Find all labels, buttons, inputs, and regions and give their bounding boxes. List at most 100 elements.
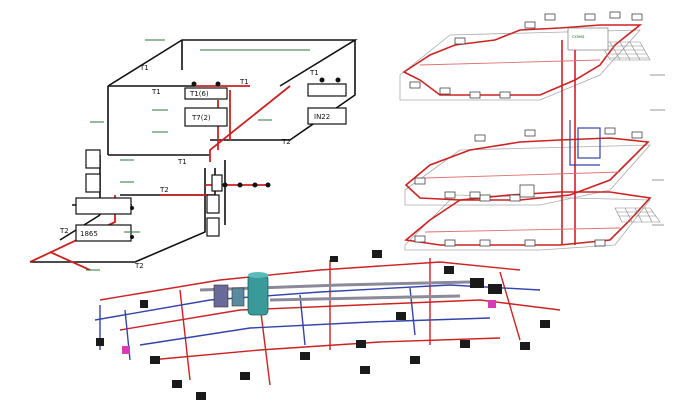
radiator <box>206 194 220 214</box>
valve-icon <box>237 182 243 188</box>
radiator <box>85 173 101 193</box>
terminal-unit <box>140 300 148 308</box>
red-pipe <box>99 261 521 301</box>
pipe-segment <box>107 39 358 87</box>
valve-icon <box>130 206 134 210</box>
radiator <box>609 11 621 19</box>
floor-outline <box>404 144 651 206</box>
terminal-unit <box>360 366 370 374</box>
duct <box>269 294 461 302</box>
radiator <box>444 191 456 199</box>
heating-loop-level-2 <box>404 137 650 201</box>
terminal-unit <box>372 250 382 258</box>
red-pipe <box>49 251 91 271</box>
radiator <box>544 13 556 21</box>
valve-icon <box>335 77 341 83</box>
terminal-unit <box>196 392 206 400</box>
radiator <box>631 13 643 21</box>
radiator <box>409 81 421 89</box>
red-pipe <box>149 337 501 361</box>
red-pipe <box>119 299 561 331</box>
title-block <box>567 27 609 51</box>
terminal-unit <box>330 256 338 262</box>
radiator <box>439 87 451 95</box>
magenta-valve <box>122 346 130 354</box>
box-label: T1(6) <box>189 90 209 98</box>
hatched-stair <box>614 207 661 223</box>
branch-pipe <box>419 59 601 66</box>
terminal-unit <box>300 352 310 360</box>
title-block-text: схема <box>572 34 585 39</box>
radiator <box>206 217 220 237</box>
boiler-tank <box>247 274 269 316</box>
floor-outline <box>399 29 641 101</box>
branch-pipe <box>424 227 621 233</box>
pipe-label: T1 <box>151 88 161 96</box>
valve-icon <box>222 182 228 188</box>
radiator <box>85 149 101 169</box>
pipe-segment <box>134 168 206 263</box>
red-pipe <box>499 271 521 341</box>
heating-loop-level-1 <box>404 191 652 246</box>
blue-riser <box>569 120 600 166</box>
radiator <box>524 239 536 247</box>
pipe-label: T2 <box>59 227 69 235</box>
pump-unit <box>231 287 245 307</box>
radiator <box>524 129 536 137</box>
equipment-box <box>75 197 132 215</box>
valve-icon <box>130 235 134 239</box>
terminal-unit <box>240 372 250 380</box>
terminal-unit <box>470 278 484 288</box>
blue-pipe <box>139 317 491 346</box>
boiler-symbol <box>519 184 535 198</box>
blue-pipe <box>299 294 306 346</box>
valve-icon <box>265 182 271 188</box>
heating-loop-level-3 <box>402 24 643 96</box>
pipe-label: T1 <box>309 69 319 77</box>
pipe-label: T2 <box>134 262 144 270</box>
radiator <box>499 91 511 99</box>
radiator <box>594 239 606 247</box>
pipe-label: T2 <box>281 138 291 146</box>
equipment-box <box>307 107 347 125</box>
terminal-unit <box>96 338 104 346</box>
radiator <box>479 239 491 247</box>
terminal-unit <box>520 342 530 350</box>
terminal-unit <box>460 340 470 348</box>
radiator <box>469 91 481 99</box>
valve-icon <box>191 81 197 87</box>
terminal-unit <box>356 340 366 348</box>
radiator <box>454 37 466 45</box>
tank-top <box>248 272 268 278</box>
pipe-label: T2 <box>159 186 169 194</box>
blue-pipe <box>409 287 416 336</box>
box-label: 1865 <box>80 230 98 238</box>
terminal-unit <box>444 266 454 274</box>
equipment-box <box>184 107 228 127</box>
hatched-stair <box>599 41 651 61</box>
radiator <box>211 174 223 192</box>
magenta-valve <box>488 300 496 308</box>
valve-icon <box>215 81 221 87</box>
radiator <box>524 21 536 29</box>
radiator <box>631 131 643 139</box>
radiator <box>469 191 481 199</box>
branch-pipe <box>424 171 621 179</box>
terminal-unit <box>150 356 160 364</box>
radiator <box>444 239 456 247</box>
pipe-label: T1 <box>139 64 149 72</box>
terminal-unit <box>396 312 406 320</box>
terminal-unit <box>410 356 420 364</box>
terminal-unit <box>540 320 550 328</box>
radiator <box>584 13 596 21</box>
radiator <box>604 127 616 135</box>
valve-icon <box>252 182 258 188</box>
radiator <box>414 177 426 185</box>
pipe-label: T1 <box>177 158 187 166</box>
radiator <box>474 134 486 142</box>
equipment-room <box>577 127 601 159</box>
valve-icon <box>319 77 325 83</box>
